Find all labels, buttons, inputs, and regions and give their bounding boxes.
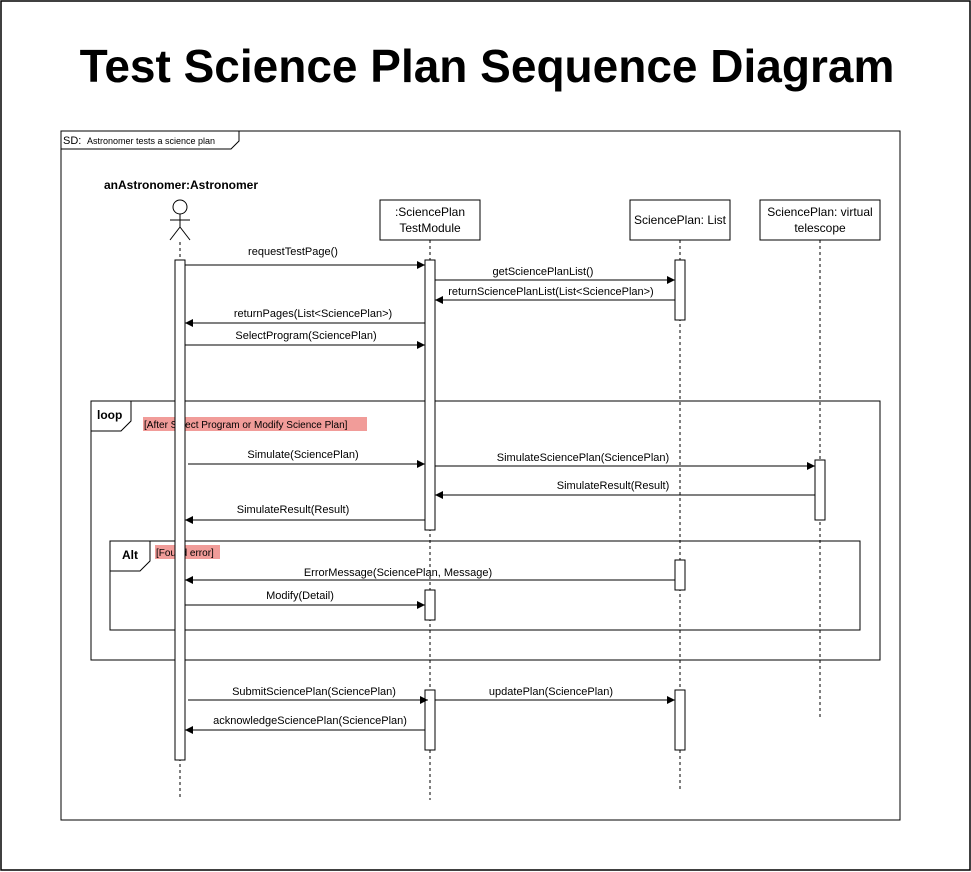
msg-label-acknowledge-science-plan: acknowledgeSciencePlan(SciencePlan) <box>213 715 407 727</box>
msg-label-submit-science-plan: SubmitSciencePlan(SciencePlan) <box>232 686 396 698</box>
lifeline-list-label: SciencePlan: List <box>634 213 727 227</box>
activation-actor <box>174 259 186 761</box>
activation-test-module-1 <box>424 259 436 531</box>
loop-guard: [After Select Program or Modify Science … <box>144 420 348 431</box>
msg-label-return-science-plan-list: returnSciencePlanList(List<SciencePlan>) <box>448 286 653 298</box>
loop-fragment-tab <box>91 400 132 432</box>
msg-label-modify: Modify(Detail) <box>266 590 334 602</box>
alt-fragment <box>109 540 861 631</box>
alt-guard-highlight <box>155 545 220 559</box>
msg-label-simulate-result-actor: SimulateResult(Result) <box>237 504 349 516</box>
msg-label-simulate-science-plan: SimulateSciencePlan(SciencePlan) <box>497 452 669 464</box>
lifeline-telescope-line1: SciencePlan: virtual <box>767 205 872 219</box>
activation-test-module-2 <box>424 589 436 621</box>
msg-label-simulate-result-telescope: SimulateResult(Result) <box>557 480 669 492</box>
actor-name: anAstronomer:Astronomer <box>104 178 258 192</box>
sd-frame-tab <box>61 130 240 150</box>
activation-list-2 <box>674 559 686 591</box>
actor-stick-figure-icon <box>169 199 191 241</box>
lifeline-head-list <box>629 199 731 241</box>
msg-label-update-plan: updatePlan(SciencePlan) <box>489 686 613 698</box>
loop-guard-highlight <box>143 417 367 431</box>
alt-operator: Alt <box>122 548 138 562</box>
msg-label-error-message: ErrorMessage(SciencePlan, Message) <box>304 567 492 579</box>
activation-list-3 <box>674 689 686 751</box>
msg-label-simulate: Simulate(SciencePlan) <box>247 449 358 461</box>
msg-label-select-program: SelectProgram(SciencePlan) <box>235 330 376 342</box>
diagram-title: Test Science Plan Sequence Diagram <box>80 40 895 92</box>
lifeline-telescope-line2: telescope <box>794 221 846 235</box>
lifeline-head-telescope <box>759 199 881 241</box>
lifeline-test-module-line2: TestModule <box>399 221 461 235</box>
activation-test-module-3 <box>424 689 436 751</box>
msg-label-get-science-plan-list: getSciencePlanList() <box>493 266 594 278</box>
sd-frame-prefix: SD: <box>63 135 81 147</box>
msg-label-request-test-page: requestTestPage() <box>248 246 338 258</box>
lifeline-test-module-line1: :SciencePlan <box>395 205 465 219</box>
msg-label-return-pages: returnPages(List<SciencePlan>) <box>234 308 392 320</box>
loop-fragment <box>90 400 881 661</box>
activation-telescope <box>814 459 826 521</box>
sd-frame-label: Astronomer tests a science plan <box>87 136 215 146</box>
sd-frame <box>60 130 901 821</box>
activation-list-1 <box>674 259 686 321</box>
lifeline-head-test-module <box>379 199 481 241</box>
loop-operator: loop <box>97 408 122 422</box>
alt-fragment-tab <box>110 540 151 572</box>
